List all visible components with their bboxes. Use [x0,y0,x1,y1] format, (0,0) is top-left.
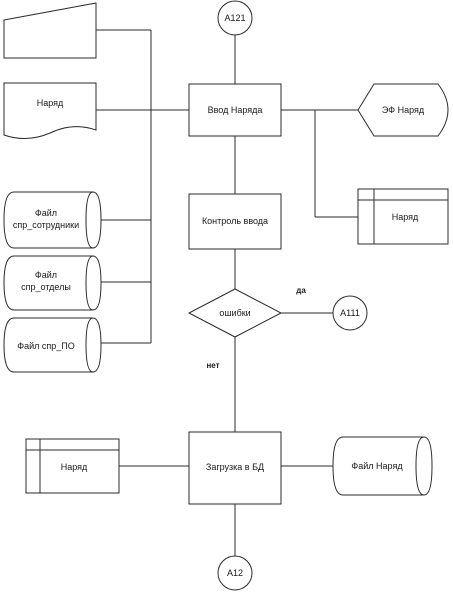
decision-oshibki-label: ошибки [219,308,250,318]
file-sotrudniki: Файл спр_сотрудники [3,191,102,249]
file-naryad-curve [415,436,425,496]
datastore-naryad-right: Наряд [357,188,449,245]
connector-a121: A121 [217,0,253,36]
file-otdely: Файл спр_отделы [3,255,102,311]
connector-a121-circle [217,0,253,36]
file-naryad: Файл Наряд [332,436,433,496]
connector-a12: A12 [217,555,253,591]
decision-oshibki-diamond [187,288,283,338]
file-po: Файл спр_ПО [3,317,102,373]
process-vvod-label: Ввод Наряда [208,105,263,115]
edge-label-no: нет [206,361,219,370]
datastore-naryad-left-label: Наряд [61,462,88,472]
decision-oshibki: ошибки [187,288,283,338]
process-kontrol-label: Контроль ввода [202,216,268,226]
datastore-naryad-right-label: Наряд [392,212,419,222]
process-zagruzka: Загрузка в БД [188,431,282,505]
edges [96,29,358,556]
process-kontrol: Контроль ввода [188,193,282,250]
process-vvod: Ввод Наряда [188,83,282,137]
edge-label-yes: да [296,286,306,295]
file-po-curve [85,317,94,373]
process-zagruzka-box [188,431,282,505]
connector-a12-circle [217,555,253,591]
file-sotrudniki-label-line1: Файл [35,208,57,218]
file-otdely-curve [85,255,94,311]
file-naryad-label: Файл Наряд [351,461,403,471]
connector-a111-circle [332,295,368,331]
process-kontrol-box [188,193,282,250]
datastore-naryad-left: Наряд [25,438,120,494]
file-sotrudniki-label-line2: спр_сотрудники [13,220,79,230]
display-ef-naryad-label: ЭФ Наряд [382,105,425,115]
process-vvod-box [188,83,282,137]
manual-input [3,2,97,59]
file-po-label: Файл спр_ПО [17,341,74,351]
process-zagruzka-label: Загрузка в БД [206,462,264,472]
document-naryad-label: Наряд [37,98,64,108]
file-otdely-label-line2: спр_отделы [21,282,71,292]
datastore-naryad-left-box [25,438,120,494]
document-naryad: Наряд [3,82,97,139]
file-sotrudniki-curve [85,191,94,249]
connector-a121-label: A121 [224,13,245,23]
connector-a111-label: A111 [340,308,360,318]
manual-input-shape [3,2,97,59]
datastore-naryad-right-box [357,188,449,245]
display-ef-naryad-shape [357,83,449,137]
file-otdely-label-line1: Файл [35,270,57,280]
connector-a12-label: A12 [227,568,243,578]
document-naryad-shape [3,82,97,139]
display-ef-naryad: ЭФ Наряд [357,83,449,137]
connector-a111: A111 [332,295,368,331]
